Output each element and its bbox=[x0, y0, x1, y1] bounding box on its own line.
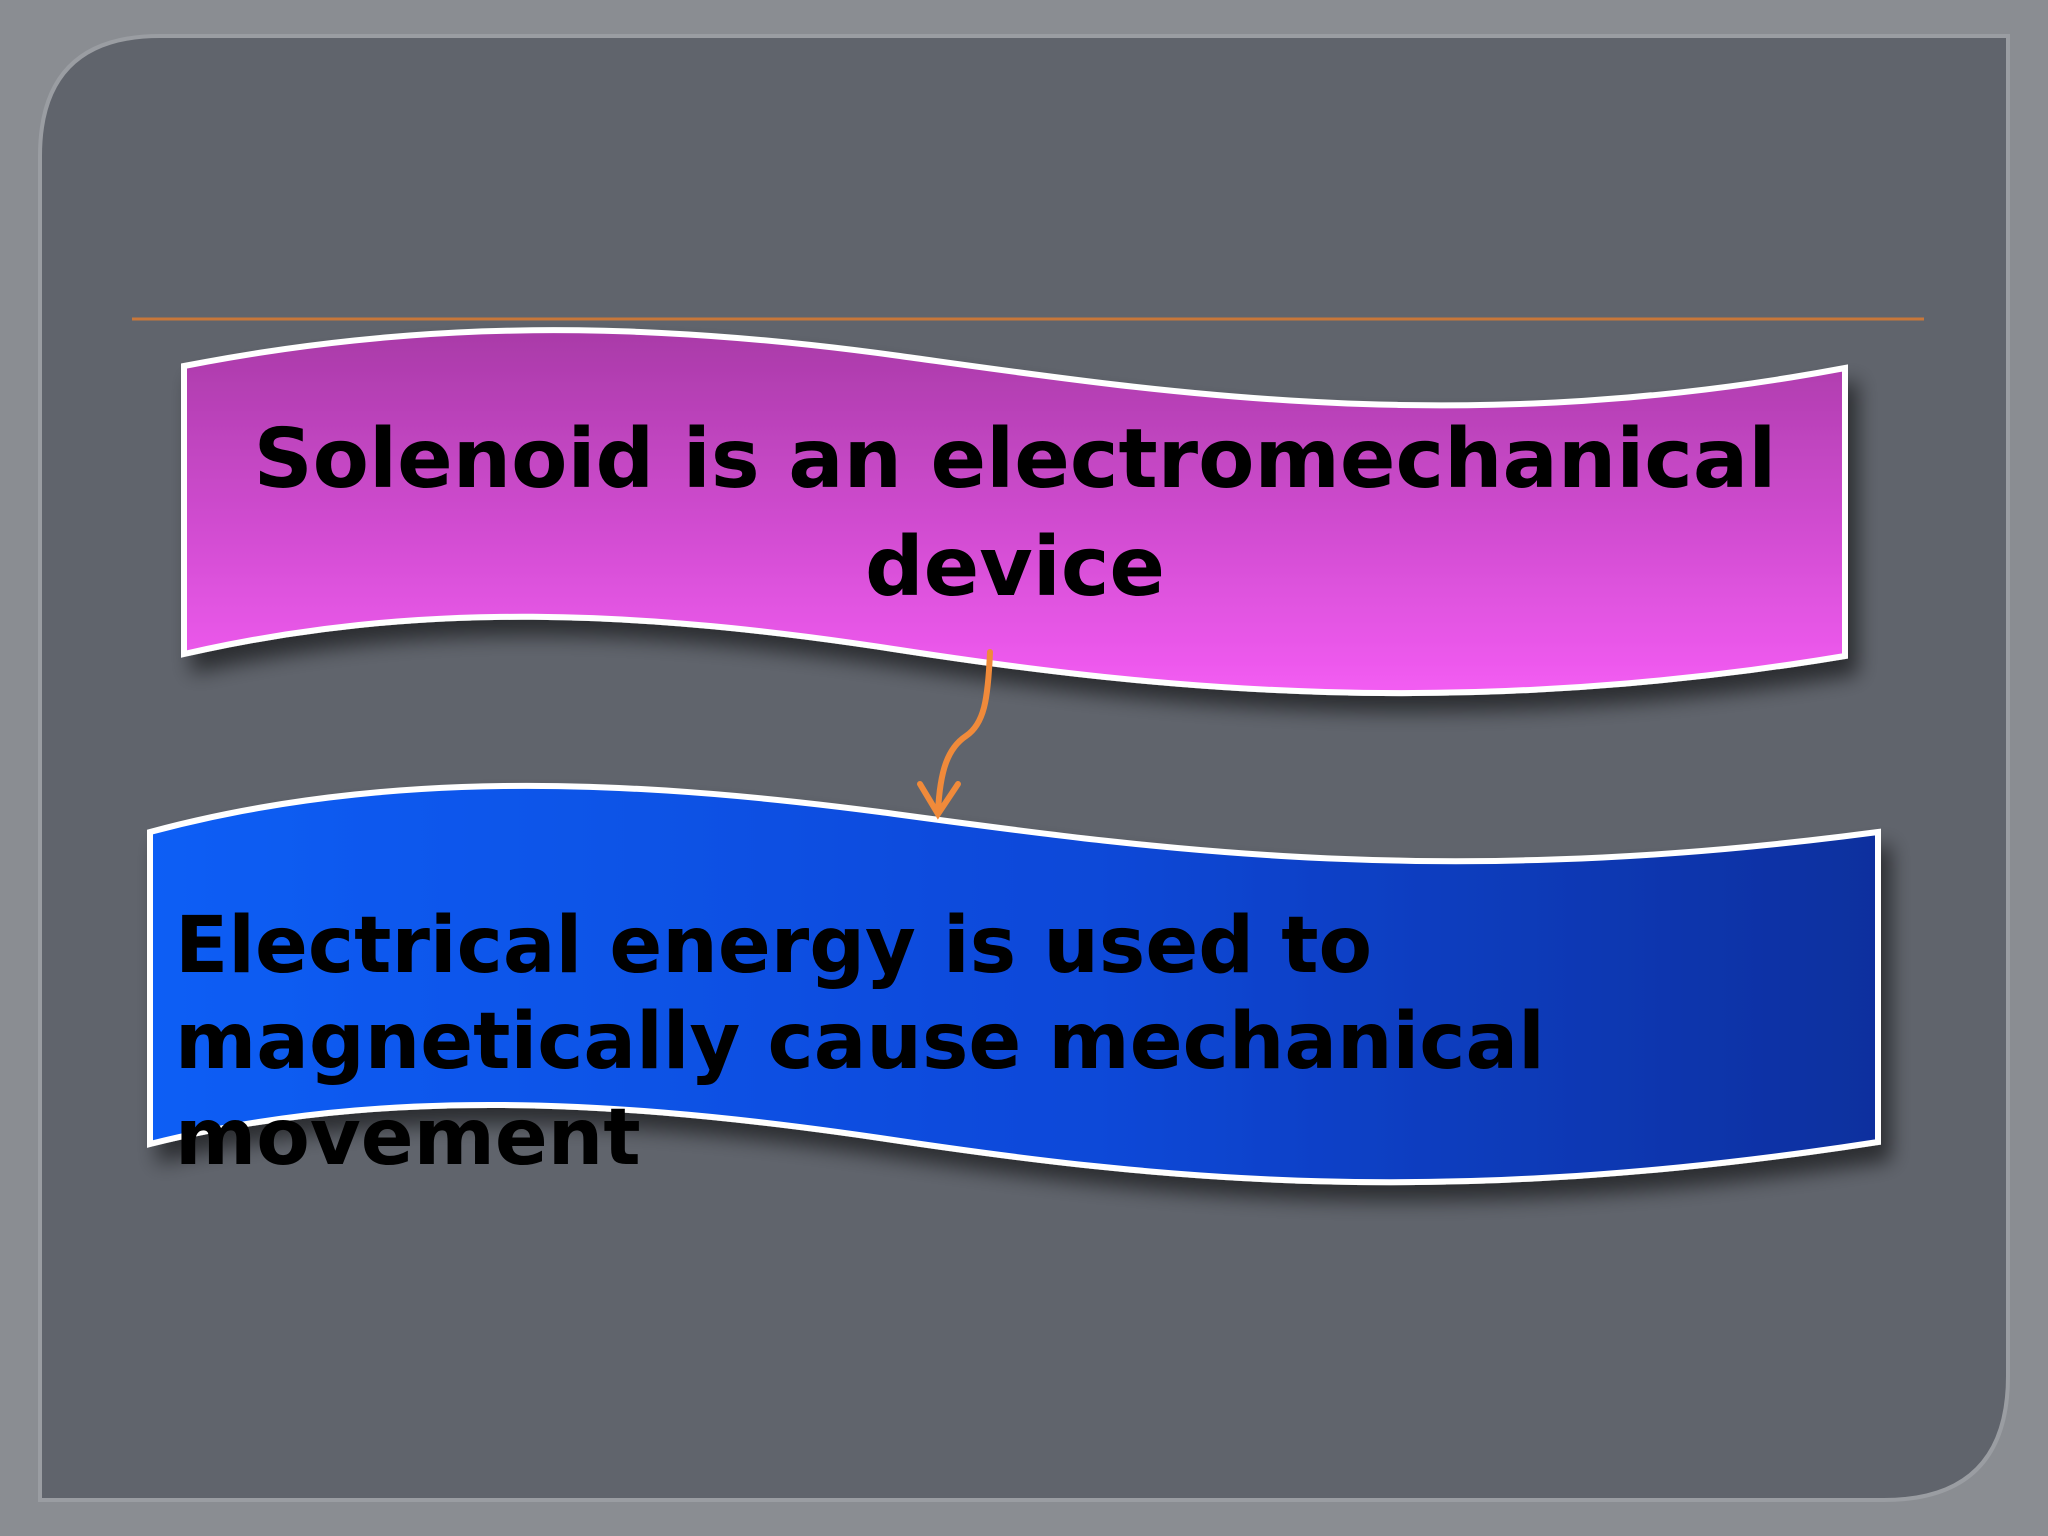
top-banner-text: Solenoid is an electromechanical device bbox=[253, 412, 1777, 615]
slide-panel bbox=[38, 34, 2010, 1502]
top-banner-shape bbox=[181, 327, 1848, 697]
bottom-banner-shape bbox=[147, 782, 1881, 1186]
connector-arrow bbox=[917, 649, 993, 820]
bottom-banner-text: Electrical energy is used to magneticall… bbox=[175, 901, 1545, 1183]
